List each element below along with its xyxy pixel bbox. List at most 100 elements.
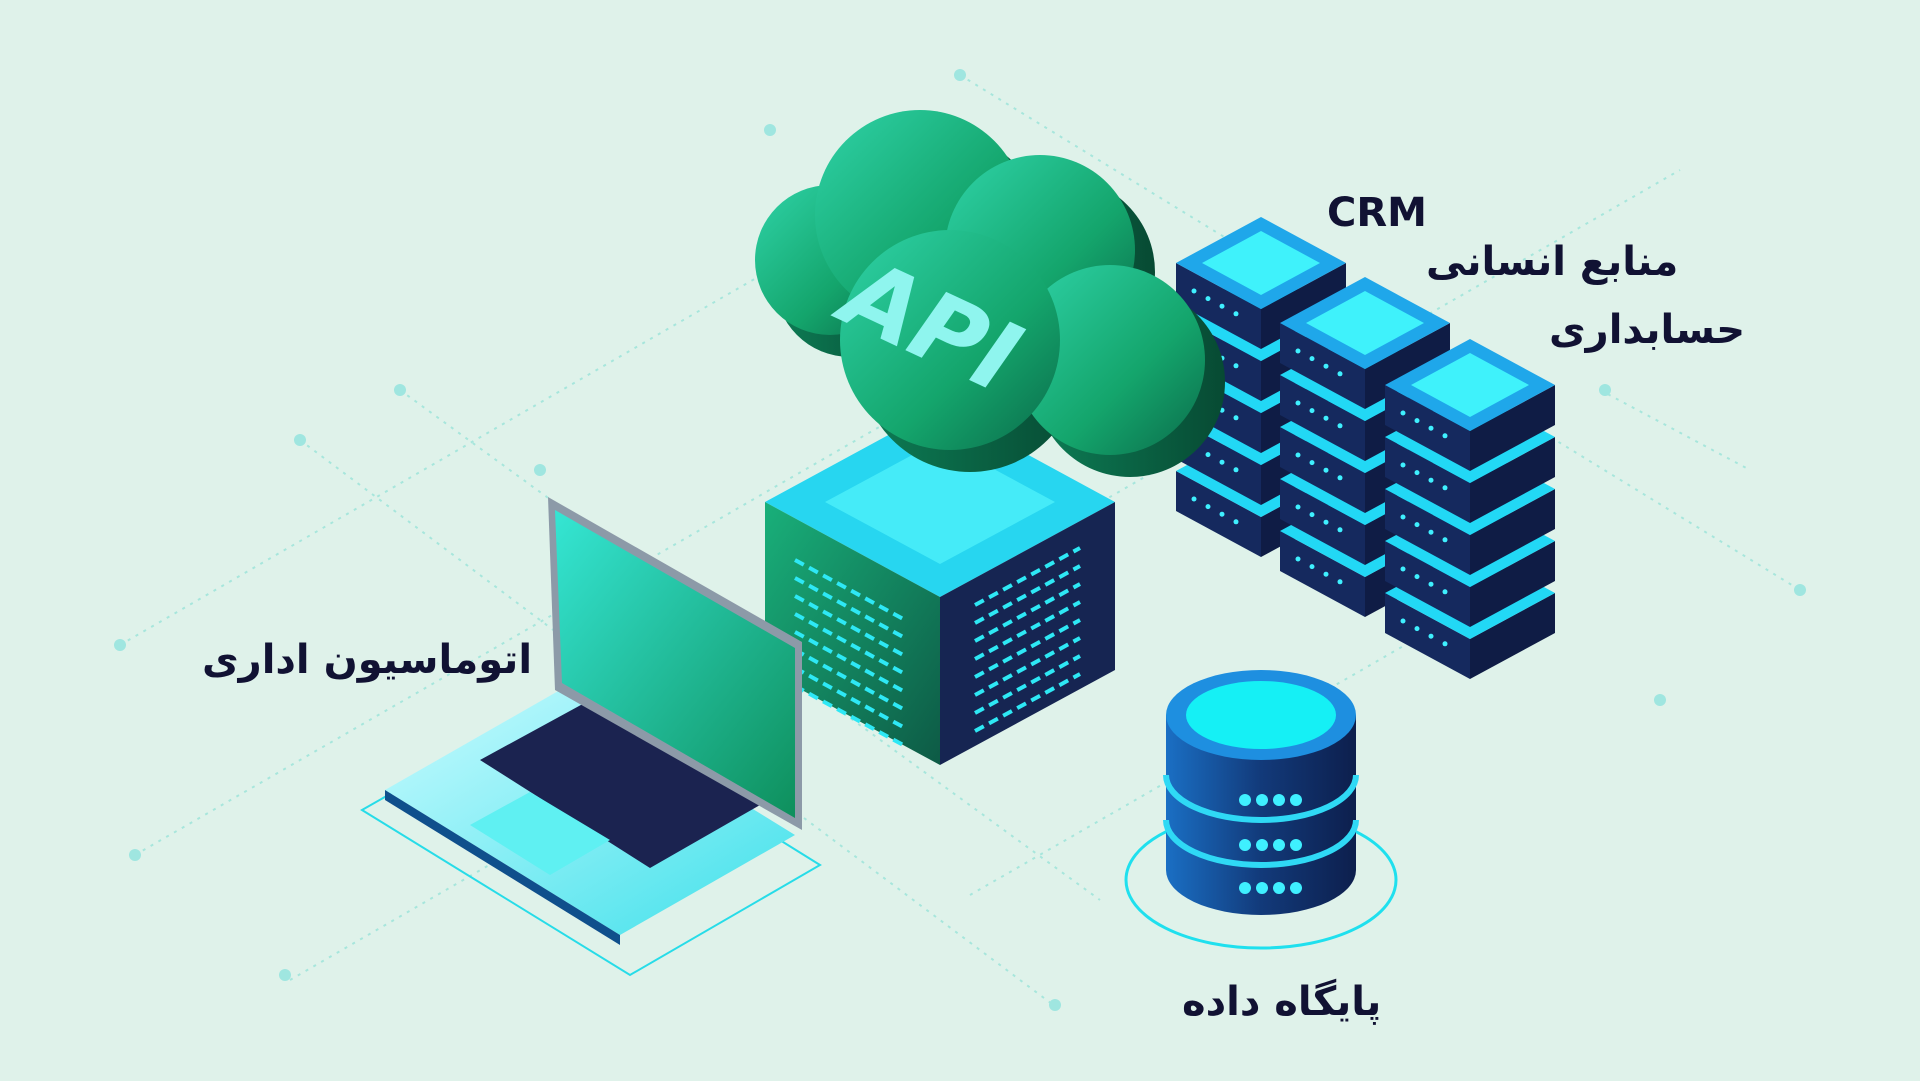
database-cylinder — [1124, 670, 1398, 950]
server-unit-left — [1385, 385, 1470, 471]
code-line — [794, 684, 906, 748]
code-line — [794, 666, 906, 730]
server-led — [1400, 462, 1406, 468]
server-led — [1323, 571, 1329, 577]
server-unit-left — [1385, 489, 1470, 575]
label-accounting: حسابداری — [1549, 307, 1746, 353]
server-led — [1414, 574, 1420, 580]
server-led — [1295, 348, 1301, 354]
server-led — [1191, 496, 1197, 502]
server-led — [1295, 400, 1301, 406]
server-led — [1191, 288, 1197, 294]
server-led — [1337, 527, 1343, 533]
server-unit-right — [1470, 541, 1555, 627]
code-line — [974, 564, 1081, 625]
server-led — [1309, 564, 1315, 570]
server-unit — [1280, 277, 1450, 409]
server-led — [1442, 589, 1448, 595]
code-line — [974, 618, 1081, 679]
server-stack — [1385, 339, 1555, 679]
server-unit-top-inner — [1411, 353, 1529, 417]
database-body — [1166, 715, 1356, 915]
api-cloud: API — [755, 110, 1225, 477]
server-led — [1219, 511, 1225, 517]
server-led — [1309, 512, 1315, 518]
server-led — [1309, 356, 1315, 362]
server-led — [1442, 641, 1448, 647]
server-led — [1442, 537, 1448, 543]
server-led — [1414, 522, 1420, 528]
server-led — [1414, 626, 1420, 632]
server-unit-right — [1470, 437, 1555, 523]
server-led — [1442, 433, 1448, 439]
server-unit-left — [1280, 479, 1365, 565]
code-line — [974, 654, 1081, 715]
database-leds — [1239, 794, 1302, 894]
box-top-inner — [825, 440, 1055, 564]
server-led — [1337, 423, 1343, 429]
server-led — [1295, 452, 1301, 458]
server-led — [1233, 467, 1239, 473]
server-unit-left — [1280, 323, 1365, 409]
laptop-trackpad — [470, 792, 610, 875]
server-unit-top-inner — [1202, 231, 1320, 295]
server-unit-left — [1385, 593, 1470, 679]
server-led — [1428, 633, 1434, 639]
server-unit-left — [1280, 531, 1365, 617]
server-led — [1295, 556, 1301, 562]
label-office-automation: اتوماسیون اداری — [202, 637, 533, 683]
label-crm: CRM — [1327, 190, 1427, 236]
server-stacks — [1176, 217, 1555, 679]
server-unit-top-inner — [1306, 291, 1424, 355]
server-unit-right — [1470, 489, 1555, 575]
label-hr: منابع انسانی — [1426, 239, 1679, 285]
label-database: پایگاه داده — [1182, 979, 1382, 1025]
server-led — [1309, 408, 1315, 414]
server-led — [1205, 504, 1211, 510]
code-line — [794, 630, 906, 694]
server-led — [1337, 371, 1343, 377]
server-led — [1414, 470, 1420, 476]
server-led — [1233, 415, 1239, 421]
server-led — [1323, 519, 1329, 525]
server-led — [1428, 529, 1434, 535]
server-led — [1337, 475, 1343, 481]
laptop-screen — [555, 510, 795, 818]
code-line — [794, 648, 906, 712]
server-led — [1337, 579, 1343, 585]
server-led — [1414, 418, 1420, 424]
server-led — [1309, 460, 1315, 466]
server-unit-left — [1385, 541, 1470, 627]
server-led — [1323, 363, 1329, 369]
server-led — [1295, 504, 1301, 510]
server-led — [1323, 415, 1329, 421]
server-led — [1442, 485, 1448, 491]
laptop — [360, 497, 822, 977]
server-led — [1233, 311, 1239, 317]
server-led — [1400, 618, 1406, 624]
laptop-keyboard — [480, 700, 760, 868]
server-led — [1205, 296, 1211, 302]
code-line — [974, 672, 1081, 733]
server-led — [1205, 452, 1211, 458]
code-line — [794, 576, 906, 640]
code-line — [794, 594, 906, 658]
server-unit-left — [1280, 375, 1365, 461]
code-line — [794, 612, 906, 676]
box-left-face — [765, 502, 940, 765]
code-line — [974, 600, 1081, 661]
server-led — [1428, 425, 1434, 431]
server-led — [1428, 581, 1434, 587]
server-unit — [1385, 339, 1555, 471]
server-led — [1219, 303, 1225, 309]
server-led — [1400, 410, 1406, 416]
server-unit-left — [1176, 471, 1261, 557]
server-unit-left — [1176, 263, 1261, 349]
box-right-face — [940, 502, 1115, 765]
server-led — [1428, 477, 1434, 483]
server-led — [1400, 566, 1406, 572]
code-lines — [794, 546, 1081, 748]
code-line — [794, 558, 906, 622]
server-unit-right — [1470, 593, 1555, 679]
